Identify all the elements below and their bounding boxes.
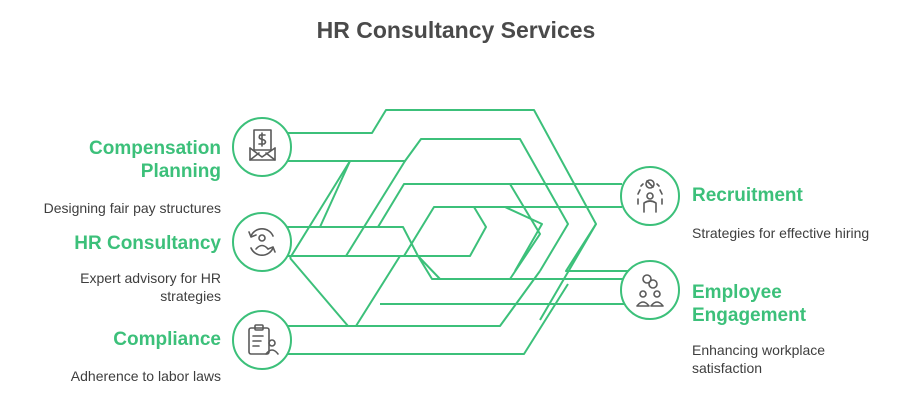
label-compliance: Compliance [21,328,221,351]
desc-hr-consultancy: Expert advisory for HR strategies [21,269,221,305]
node-recruitment [620,166,680,226]
desc-line: Designing fair pay structures [43,200,221,216]
label-hr-consultancy: HR Consultancy [21,232,221,255]
label-employee-engagement: Employee Engagement [692,281,892,327]
label-recruitment: Recruitment [692,184,892,207]
connector-compliance-mid [356,270,541,327]
connector-band3-join [289,257,349,327]
node-engagement [620,260,680,320]
label-line: Employee [692,282,782,303]
connector-inner-a [345,160,406,257]
desc-compliance: Adherence to labor laws [0,367,221,385]
engagement-team-icon [636,274,664,307]
connector-comp-lower [278,138,569,272]
label-line: Compensation [89,138,221,159]
label-line: Compliance [113,329,221,350]
label-line: Engagement [692,305,807,326]
label-compensation-planning: Compensation Planning [41,137,221,183]
desc-compensation-planning: Designing fair pay structures [0,199,221,217]
connector-band3-top [319,160,351,228]
desc-line: Enhancing workplace [692,342,826,358]
desc-employee-engagement: Enhancing workplace satisfaction [692,341,902,377]
connector-center-b [378,183,541,280]
label-line: HR Consultancy [74,233,221,254]
connector-outer-top [278,109,637,272]
diagram-title: HR Consultancy Services [316,17,596,43]
desc-line: strategies [160,288,221,304]
connector-center-a [400,206,487,257]
connector-engage-link [539,223,597,321]
desc-line: Strategies for effective hiring [692,225,870,241]
connector-inner-b [345,206,543,272]
connector-compliance-bottom [278,283,569,355]
label-line: Planning [140,161,221,182]
connector-engage-upper [417,255,637,280]
desc-line: Adherence to labor laws [70,368,221,384]
node-hr-consultancy [232,212,292,272]
connector-band3 [318,183,622,228]
desc-line: satisfaction [692,360,763,376]
node-compliance [232,310,292,370]
consultancy-cycle-icon [248,228,276,256]
desc-line: Expert advisory for HR [80,270,221,286]
desc-recruitment: Strategies for effective hiring [692,224,902,242]
envelope-dollar-icon [249,129,276,161]
recruit-person-icon [637,179,663,213]
node-compensation [232,117,292,177]
clipboard-person-icon [248,324,279,355]
label-line: Recruitment [692,185,803,206]
